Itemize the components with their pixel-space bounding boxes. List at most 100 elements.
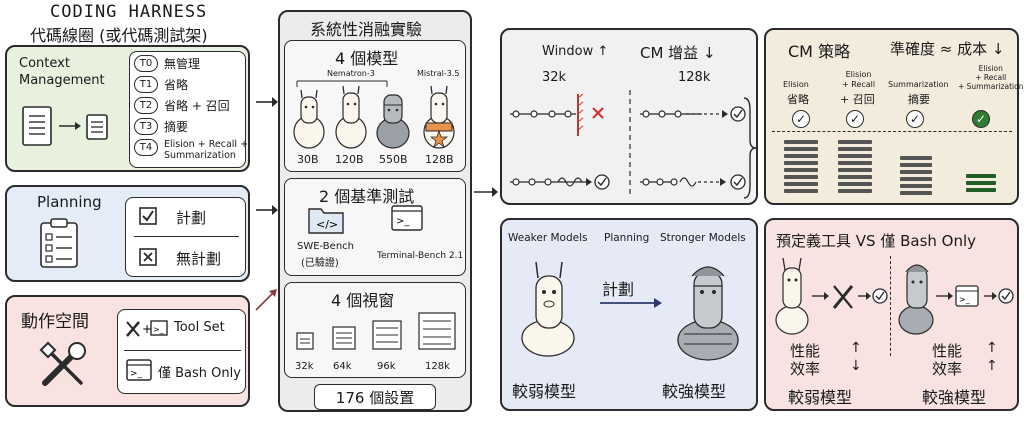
tools-vs-bash-panel: 預定義工具 VS 僅 Bash Only >_ 性能 ↑ 效率 ↓ 性能 ↑ 效…	[764, 218, 1019, 411]
strategy-combined-en: Elision + Recall + Summarization	[958, 64, 1024, 91]
planning-panel: Planning 計劃 無計劃	[5, 185, 250, 282]
llama-icon	[293, 89, 325, 149]
tier-t3: T3 摘要	[134, 118, 188, 135]
family-nematron: Nematron-3	[327, 69, 375, 78]
cm-strategy-title: CM 策略	[788, 42, 851, 61]
terminal-icon: >_	[391, 205, 423, 235]
tier-t2: T2 省略 + 召回	[134, 97, 230, 114]
strong-model-label: 較強模型	[922, 388, 987, 407]
svg-text:</>: </>	[316, 218, 338, 231]
strategy-elision-en: Elision	[783, 80, 809, 89]
benchmark-swe: SWE-Bench	[297, 241, 354, 252]
benchmarks-title: 2 個基準測試	[319, 187, 415, 206]
model-llamas	[293, 80, 455, 149]
weak-llama-icon	[521, 261, 575, 357]
planning-option-noplan: 無計劃	[176, 250, 222, 268]
harness-title: CODING HARNESS	[50, 2, 208, 22]
strategy-summary-zh: 摘要	[908, 93, 930, 106]
tier-label: 省略	[164, 78, 189, 92]
strong-perf-label: 性能	[932, 342, 963, 360]
strategy-elision-zh: 省略	[787, 93, 809, 106]
tools-vs-bash-title: 預定義工具 VS 僅 Bash Only	[776, 232, 977, 250]
cost-bar-elision	[784, 140, 818, 193]
weak-perf-up-arrow: ↑	[850, 340, 862, 356]
checkbox-checked-icon	[138, 206, 158, 230]
models-box: 4 個模型 Nematron-3 Mistral-3.5	[284, 40, 466, 172]
strategy-summary-en: Summarization	[888, 80, 949, 89]
strong-llama-bash-flow: >_	[898, 264, 1014, 335]
cross-icon	[592, 107, 604, 119]
check-circle-icon: ✓	[846, 110, 864, 128]
tier-id-badge: T3	[134, 118, 158, 135]
window-up-label: Window ↑	[542, 44, 609, 59]
tier-label: 摘要	[164, 120, 189, 134]
svg-text:+: +	[142, 322, 152, 336]
window-128k: 128k	[425, 361, 450, 372]
action-options: + >_ Tool Set >_ 僅 Bash Only	[117, 309, 246, 394]
check-circle-icon: ✓	[906, 110, 924, 128]
tier-t0: T0 無管理	[134, 55, 200, 72]
window-32k: 32k	[295, 361, 314, 372]
weak-perf-label: 性能	[790, 342, 821, 360]
models-title: 4 個模型	[335, 49, 399, 68]
svg-text:>_: >_	[959, 295, 971, 304]
strong-model-label: 較強模型	[662, 382, 727, 401]
windows-box: 4 個視窗 32k 64k 96k 128k	[284, 282, 466, 378]
weak-model-label: 較弱模型	[788, 388, 853, 407]
weak-model-label: 較弱模型	[512, 382, 577, 401]
harness-subtitle: 代碼線圈 (或代碼測試架)	[30, 26, 208, 45]
svg-text:>_: >_	[153, 325, 165, 334]
strong-eff-up-arrow: ↑	[986, 358, 998, 374]
tier-label: 無管理	[164, 57, 201, 71]
tier-id-badge: T4	[134, 139, 158, 156]
family-mistral: Mistral-3.5	[417, 69, 460, 78]
strategy-recall-zh: + 召回	[840, 93, 875, 106]
check-circle-icon: ✓	[792, 110, 810, 128]
window-128k-label: 128k	[678, 70, 711, 85]
windows-title: 4 個視窗	[331, 291, 395, 310]
folder-code-icon: </>	[307, 203, 345, 239]
llama-icon	[335, 85, 367, 149]
tier-id-badge: T1	[134, 76, 158, 93]
stronger-models-label: Stronger Models	[660, 232, 746, 244]
svg-text:>_: >_	[130, 369, 143, 379]
planning-option-plan: 計劃	[176, 209, 207, 227]
window-gain-panel: Window ↑ CM 增益 ↓ 32k 128k	[500, 28, 758, 205]
strong-eff-label: 效率	[932, 360, 963, 378]
clipboard-icon	[37, 217, 81, 273]
action-option-bash: 僅 Bash Only	[158, 366, 241, 381]
tier-id-badge: T2	[134, 97, 158, 114]
benchmarks-box: 2 個基準測試 </> >_ SWE-Bench (已驗證) Terminal-…	[284, 178, 466, 276]
armored-llama-icon	[376, 94, 410, 149]
llama-star-icon	[423, 85, 455, 149]
strong-armored-llama-icon	[677, 266, 739, 361]
experiment-title: 系統性消融實驗	[310, 20, 423, 39]
tool-set-icon: + >_	[124, 317, 170, 343]
tier-id-badge: T0	[134, 55, 158, 72]
cost-bar-combined	[966, 174, 996, 192]
model-size-120b: 120B	[335, 153, 364, 166]
benchmark-terminal: Terminal-Bench 2.1	[377, 251, 464, 261]
input-arrows	[255, 97, 278, 311]
checkbox-crossed-icon	[138, 247, 158, 271]
weak-llama-tools-flow	[775, 257, 888, 335]
planning-effect-panel: Weaker Models Planning Stronger Models 計…	[500, 218, 758, 411]
svg-text:>_: >_	[396, 216, 410, 227]
plan-arrow-label: 計劃	[602, 280, 635, 299]
window-96k: 96k	[377, 361, 396, 372]
tier-t4: T4 Elision + Recall + Summarization	[134, 139, 248, 161]
context-management-label: Context Management	[19, 56, 105, 88]
planning-arrow-label: Planning	[604, 232, 650, 244]
context-flow-diagram	[510, 90, 746, 198]
context-management-panel: Context Management T0 無管理 T1 省略 T2 省略 + …	[5, 45, 250, 172]
plan-arrow	[600, 298, 662, 308]
model-size-128b: 128B	[425, 153, 454, 166]
tier-t1: T1 省略	[134, 76, 188, 93]
output-arrow	[474, 187, 498, 197]
model-size-550b: 550B	[379, 153, 408, 166]
cost-bar-summary	[900, 156, 932, 195]
model-size-30b: 30B	[297, 153, 319, 166]
cm-gain-down-label: CM 增益 ↓	[640, 44, 716, 62]
document-compress-icon	[21, 105, 121, 154]
tier-label: 省略 + 召回	[164, 99, 230, 113]
